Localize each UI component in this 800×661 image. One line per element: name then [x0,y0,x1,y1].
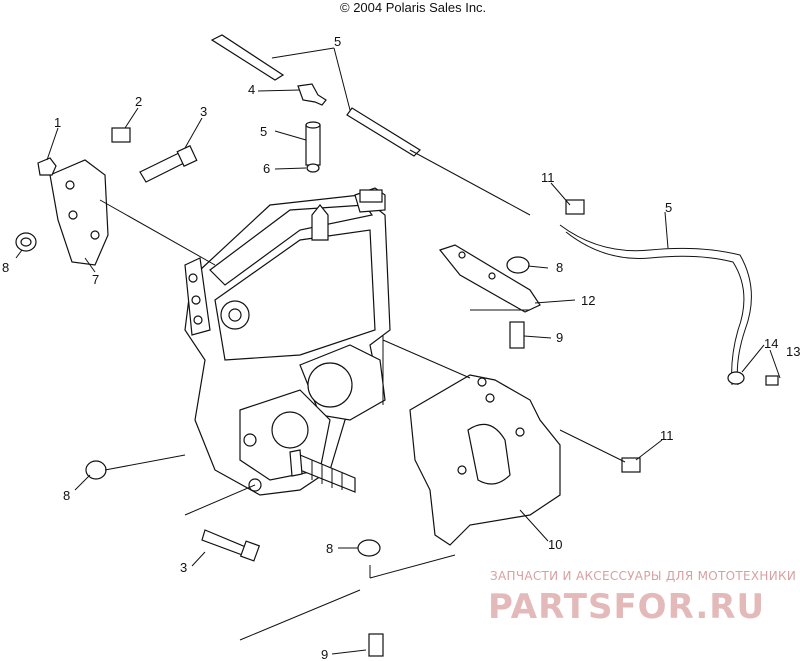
callout-10: 10 [548,537,562,552]
callout-5-top: 5 [334,34,341,49]
bolt-11-top [565,199,585,215]
callout-14: 14 [764,336,778,351]
bolt-9-bottom [368,633,384,657]
callout-13: 13 [786,344,800,359]
callout-8-right: 8 [556,260,563,275]
callout-9-right: 9 [556,330,563,345]
bracket-10 [409,374,561,546]
bolt-9-right [509,321,525,349]
callout-5-right: 5 [665,200,672,215]
hose-5-long [559,224,752,386]
hose-5-short [305,121,321,166]
callout-1: 1 [54,115,61,130]
callout-5-short: 5 [260,124,267,139]
hose-5-upper-right [346,107,421,157]
gearcase-assembly [184,187,391,496]
clamp-14 [727,371,745,385]
nut-6 [306,163,320,173]
watermark-tagline: ЗАПЧАСТИ И АКСЕССУАРЫ ДЛЯ МОТОТЕХНИКИ [490,569,796,583]
bolt-11-bottom [621,457,641,473]
screw-13 [765,375,779,386]
nut-8-left [15,232,37,252]
nut-1 [37,157,57,176]
bolt-3-lower [201,529,261,562]
callout-11-bottom: 11 [660,428,674,443]
nut-8-bottom [357,539,381,557]
copyright-text: © 2004 Polaris Sales Inc. [340,0,486,15]
callout-11-top: 11 [541,170,555,185]
nut-8-right [506,256,530,274]
callout-9-bottom: 9 [321,647,328,661]
callout-7: 7 [92,272,99,287]
mount-bracket-7 [49,159,109,266]
callout-6: 6 [263,161,270,176]
callout-8-left: 8 [2,260,9,275]
guide-lines [99,149,626,641]
leader-lines [15,47,781,655]
callout-4: 4 [248,82,255,97]
tee-fitting-4 [297,83,327,106]
callout-8-lower-left: 8 [63,488,70,503]
callout-8-bottom: 8 [326,541,333,556]
bracket-12 [438,244,541,313]
watermark-logo: PARTSFOR.RU [488,587,765,627]
bushing-2 [111,127,131,143]
hose-5-upper-left [210,34,285,81]
callout-2: 2 [135,94,142,109]
callout-12: 12 [581,293,595,308]
callout-3-upper: 3 [200,104,207,119]
callout-3-lower: 3 [180,560,187,575]
bolt-3-upper [139,144,198,183]
